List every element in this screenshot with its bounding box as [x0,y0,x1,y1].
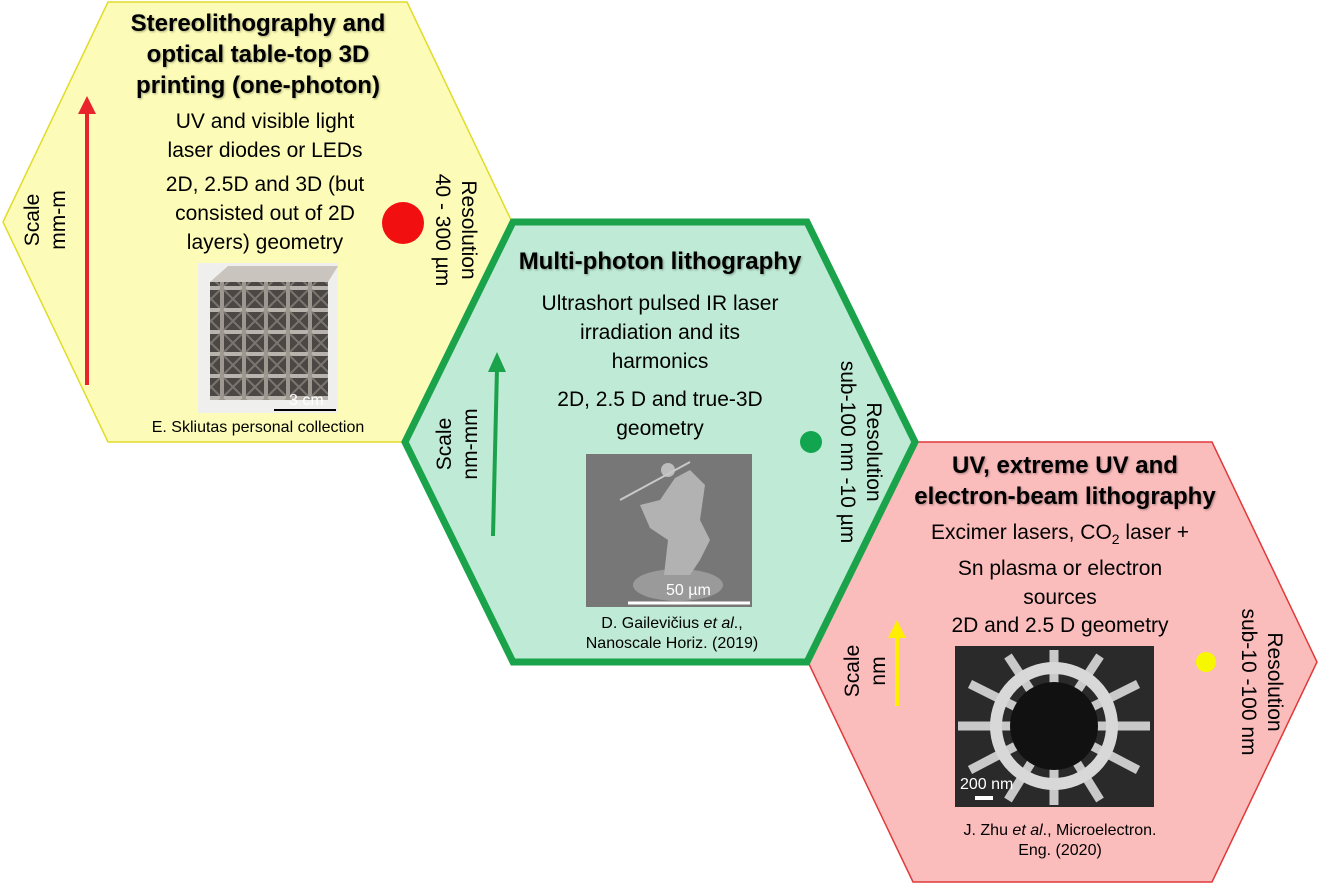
sem-horseman-photo [586,454,752,607]
hex2-source-line: irradiation and its [580,321,740,344]
hex1-title-line: Stereolithography and [130,10,386,37]
hex2-title: Multi-photon lithography [518,248,802,275]
hex1-geometry-line: consisted out of 2D [175,202,355,225]
hex1-source: UV and visible light laser diodes or LED… [135,107,395,165]
scale-label-line: nm-mm [459,408,482,480]
hex3-source-part: Excimer lasers, CO [930,521,1112,544]
hex3-source-line: Sn plasma or electron [957,557,1163,581]
credit-tail: ., [733,615,743,632]
resolution-label-line: sub-10 -100 nm [1237,608,1260,756]
resolution-label-line: Resolution [457,180,480,280]
hex2-geometry: 2D, 2.5 D and true-3D geometry [520,385,800,443]
scale-arrow-green [491,367,499,537]
credit-journal: Eng. (2020) [1018,842,1102,859]
hex1-title: Stereolithography and optical table-top … [98,8,418,101]
hex2-geometry-line: geometry [616,417,704,440]
hex1-title-line: optical table-top 3D [146,41,370,68]
hex2-source-line: Ultrashort pulsed IR laser [541,292,779,315]
credit-tail: ., Microelectron. [1042,822,1157,839]
resolution-dot-green [800,431,822,453]
resolution-dot-red [382,202,424,244]
hex3-scale-label: Scale nm [840,621,892,721]
hex1-resolution-label: Resolution 40 - 300 µm [429,155,481,305]
credit-etal: et al [703,615,734,632]
scale-arrowhead-yellow [888,620,906,638]
hex3-geometry: 2D and 2.5 D geometry [951,614,1169,637]
credit-journal: Nanoscale Horiz. (2019) [585,635,759,652]
hex2-image-scalebar: 50 µm [666,582,711,599]
hex1-image-scalebar: 3 cm [289,392,324,409]
hex3-source: Excimer lasers, CO2 laser + Sn plasma or… [910,518,1210,612]
lattice-photo [198,263,338,413]
spoke-wheel-photo [955,646,1154,807]
hex2-source: Ultrashort pulsed IR laser irradiation a… [510,289,810,376]
hex3-title-line: electron-beam lithography [914,483,1216,510]
resolution-label-line: 40 - 300 µm [431,173,454,287]
scale-label-line: nm [867,656,890,686]
hex1-geometry: 2D, 2.5D and 3D (but consisted out of 2D… [120,170,410,257]
hex3-source-part: laser + [1119,521,1190,544]
hex3-image-scalebar: 200 nm [960,776,1014,793]
hex1-source-line: UV and visible light [175,110,355,133]
scale-label-line: Scale [433,417,456,471]
hex1-title-line: printing (one-photon) [136,72,380,99]
scale-label-line: Scale [841,644,864,698]
hex3-source-line: sources [1023,586,1097,610]
resolution-label-line: Resolution [1263,632,1286,732]
hex2-source-line: harmonics [611,350,709,373]
hex2-resolution-label: Resolution sub-100 nm -10 µm [834,352,886,552]
hex1-scale-label: Scale mm-m [20,170,72,270]
credit-author: J. Zhu [963,822,1013,839]
hex3-title: UV, extreme UV and electron-beam lithogr… [895,450,1235,512]
scale-arrowhead-red [78,96,96,114]
resolution-label-line: sub-100 nm -10 µm [836,360,859,544]
resolution-label-line: Resolution [862,402,885,502]
resolution-dot-yellow [1196,652,1216,672]
credit-author: D. Gailevičius [601,615,704,632]
hex3-source-subscript: 2 [1111,531,1120,548]
credit-etal: et al [1012,822,1043,839]
hex2-geometry-line: 2D, 2.5 D and true-3D [557,388,763,411]
scale-label-line: mm-m [47,190,70,250]
hex1-credit: E. Skliutas personal collection [151,419,365,436]
hex1-geometry-line: layers) geometry [186,231,344,254]
hex2-credit: D. Gailevičius et al., Nanoscale Horiz. … [552,614,792,654]
hex3-resolution-label: Resolution sub-10 -100 nm [1235,597,1287,767]
scale-label-line: Scale [21,193,44,247]
hex2-scale-label: Scale nm-mm [432,394,484,494]
hex3-credit: J. Zhu et al., Microelectron. Eng. (2020… [925,821,1195,861]
hex1-source-line: laser diodes or LEDs [167,139,363,162]
hexagon-multi-photon [401,218,919,666]
hex1-geometry-line: 2D, 2.5D and 3D (but [165,173,365,196]
hex3-title-line: UV, extreme UV and [952,452,1178,479]
scale-arrowhead-green [488,352,506,372]
